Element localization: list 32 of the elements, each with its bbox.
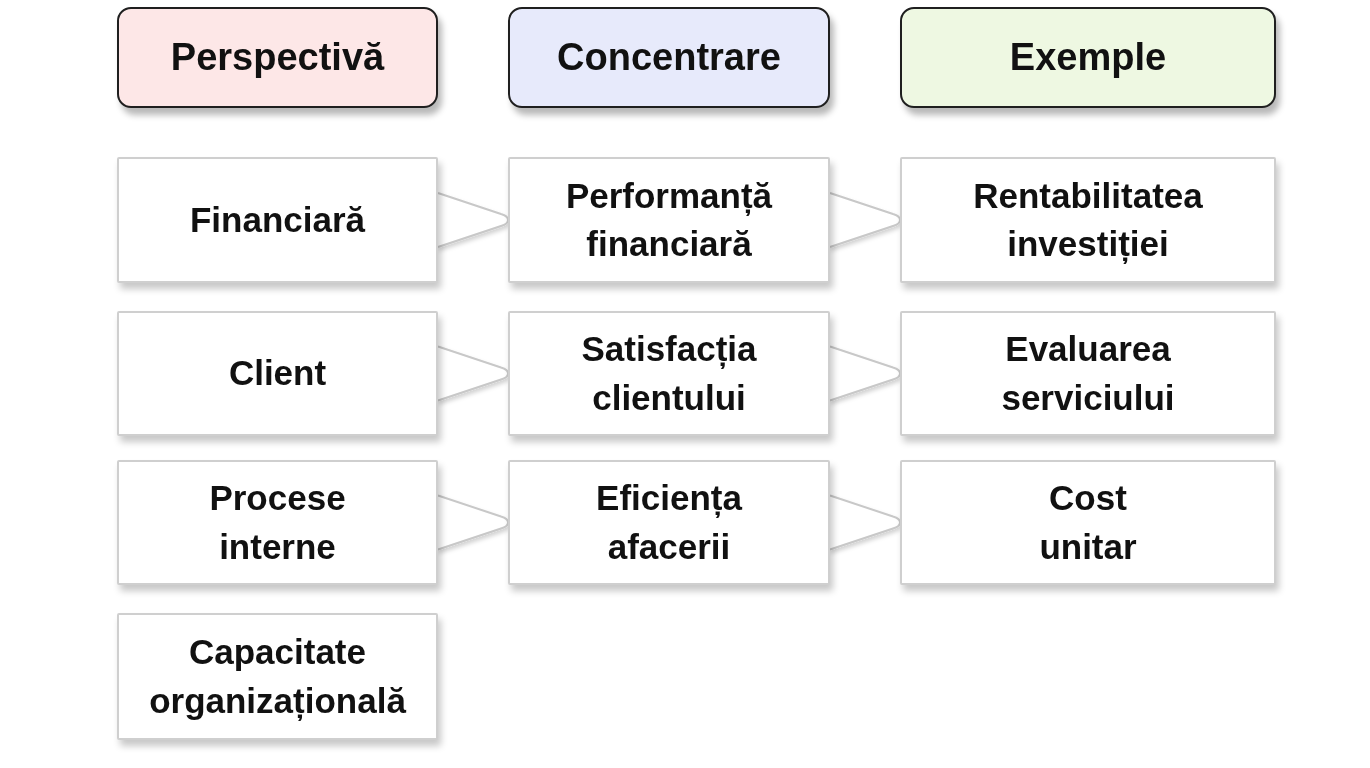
box-label: Procese interne: [209, 477, 346, 568]
box-label: Eficiența afacerii: [596, 477, 742, 568]
box-label: Client: [228, 352, 327, 395]
header-box: [900, 7, 1276, 108]
box-label: Capacitate organizațională: [149, 631, 406, 723]
connector-arrow: [829, 345, 901, 402]
header-box: [508, 7, 830, 108]
connector-arrow: [437, 494, 509, 551]
column-heading: Perspectivă: [170, 34, 385, 80]
process-box: [900, 460, 1276, 585]
process-box: [117, 157, 438, 283]
column-heading: Exemple: [1009, 34, 1167, 80]
connector-arrow: [829, 494, 901, 551]
process-box: [508, 460, 830, 585]
connector-arrow: [437, 192, 509, 248]
process-box: [117, 311, 438, 436]
process-box: [508, 157, 830, 283]
header-box: [117, 7, 438, 108]
box-label: Cost unitar: [1039, 477, 1137, 568]
process-box: [900, 311, 1276, 436]
box-label: Financiară: [189, 198, 366, 241]
column-heading: Concentrare: [557, 34, 781, 80]
process-box: [900, 157, 1276, 283]
process-box: [117, 460, 438, 585]
process-box: [508, 311, 830, 436]
box-label: Satisfacția clientului: [581, 328, 757, 419]
process-box: [117, 613, 438, 740]
box-label: Performanță financiară: [565, 174, 773, 265]
connector-arrow: [829, 192, 901, 248]
box-label: Evaluarea serviciului: [1001, 328, 1175, 419]
box-label: Rentabilitatea investiției: [973, 174, 1203, 266]
connector-arrow: [437, 345, 509, 402]
